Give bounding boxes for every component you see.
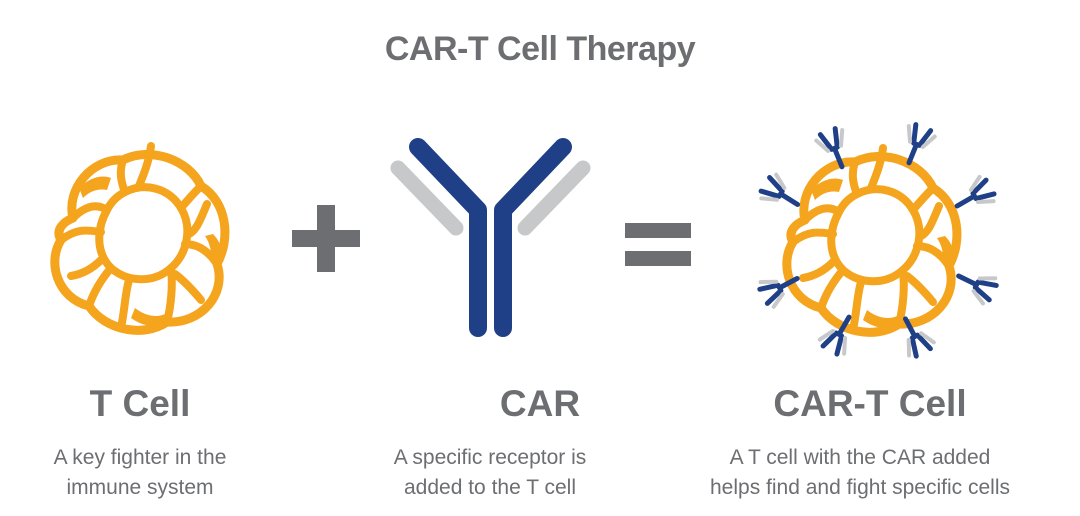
car-t-cell-description: A T cell with the CAR added helps find a… xyxy=(670,443,1050,503)
t-cell-icon xyxy=(55,146,225,330)
equals-icon: = xyxy=(625,223,691,266)
car-description-line: added to the T cell xyxy=(403,476,577,499)
car-t-cell-icon xyxy=(757,122,999,359)
equals-sign-text: = xyxy=(658,245,659,247)
car-label: CAR xyxy=(499,383,581,424)
t-cell-description-line: A key fighter in the xyxy=(53,446,227,469)
car-t-cell-description-line: helps find and fight specific cells xyxy=(710,476,1010,499)
t-cell-description: A key fighter in the immune system xyxy=(0,443,330,503)
t-cell-label: T Cell xyxy=(89,383,191,424)
car-receptor-icon xyxy=(390,138,591,337)
car-description: A specific receptor is added to the T ce… xyxy=(300,443,680,503)
car-t-cell-description-line: A T cell with the CAR added xyxy=(729,446,991,469)
car-t-cell-label: CAR-T Cell xyxy=(773,383,967,424)
t-cell-description-line: immune system xyxy=(66,476,214,499)
plus-icon: + xyxy=(292,205,360,272)
car-description-line: A specific receptor is xyxy=(393,446,587,469)
diagram-title: CAR-T Cell Therapy xyxy=(384,30,696,68)
